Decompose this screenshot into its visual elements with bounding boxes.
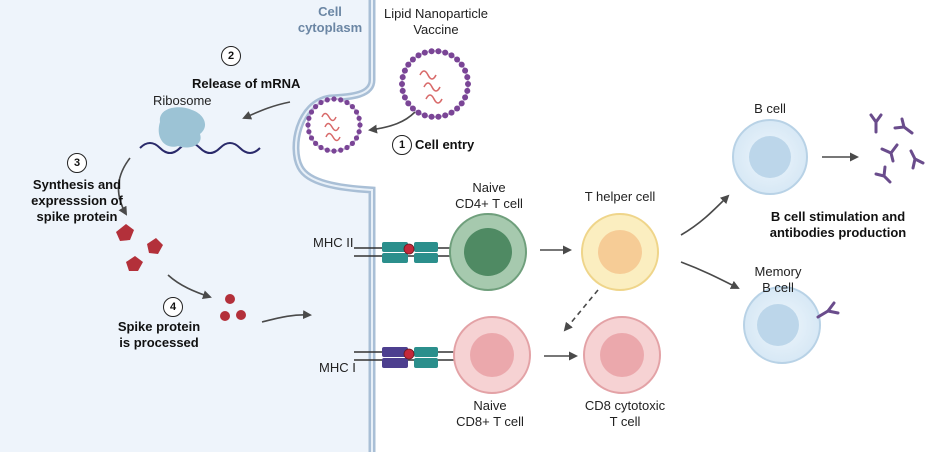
arrow-thelper-to-memory xyxy=(680,261,740,289)
t-helper-cell-icon xyxy=(581,213,659,291)
lipid-head-dot xyxy=(324,147,330,153)
b-cell-icon xyxy=(732,119,808,195)
arrow-thelper-to-cd8 xyxy=(563,289,599,332)
lipid-head-dot xyxy=(399,87,406,94)
b-stimulation-label: B cell stimulation and antibodies produc… xyxy=(769,209,907,240)
arrow-entry xyxy=(368,111,416,134)
naive-cd4-label: Naive CD4+ T cell xyxy=(455,180,523,211)
arrow-processing xyxy=(167,274,212,300)
lipid-head-dot xyxy=(338,147,344,153)
step-2-badge: 2 xyxy=(221,46,241,66)
release-mrna-label: Release of mRNA xyxy=(192,76,301,91)
endosome-nanoparticle-icon xyxy=(305,96,363,154)
lipid-head-dot xyxy=(331,148,337,154)
synthesis-label: Synthesis and expresssion of spike prote… xyxy=(31,177,123,224)
lipid-head-dot xyxy=(349,104,355,110)
lipid-head-dot xyxy=(308,135,315,141)
cd8-cytotoxic-cell-icon xyxy=(583,316,661,394)
lipid-head-dot xyxy=(308,109,315,115)
lipid-head-dot xyxy=(428,48,435,55)
cell-entry-label: Cell entry xyxy=(415,137,475,152)
lipid-head-dot xyxy=(409,56,416,63)
mhc2-complex-icon xyxy=(354,242,458,263)
lipid-head-dot xyxy=(454,56,461,63)
cd8-cytotoxic-label: CD8 cytotoxic T cell xyxy=(584,398,666,429)
lipid-head-dot xyxy=(421,49,428,56)
mhc1-complex-icon xyxy=(354,347,458,368)
lipid-head-dot xyxy=(448,109,455,116)
memory-b-label: Memory B cell xyxy=(754,264,802,295)
lipid-head-dot xyxy=(401,67,408,74)
lipid-head-dot xyxy=(306,129,312,135)
spike-processed-label: Spike protein is processed xyxy=(117,319,201,350)
lipid-head-dot xyxy=(464,74,471,81)
naive-cd8-label: Naive CD8+ T cell xyxy=(456,398,524,429)
lipid-head-dot xyxy=(454,105,461,112)
lipid-head-dot xyxy=(356,115,362,121)
naive-cd4-cell-icon xyxy=(449,213,527,291)
step-1-badge: 1 xyxy=(392,135,412,155)
lipid-head-dot xyxy=(313,104,319,110)
lipid-head-dot xyxy=(357,122,363,128)
lipid-head-dot xyxy=(442,49,449,56)
ribosome-label: Ribosome xyxy=(153,93,212,108)
b-cell-label: B cell xyxy=(754,101,786,116)
lipid-head-dot xyxy=(306,115,312,121)
lipid-head-dot xyxy=(331,96,337,102)
lipid-head-dot xyxy=(435,48,442,55)
lipid-head-dot xyxy=(356,129,362,135)
lipid-head-dot xyxy=(405,61,412,68)
lipid-head-dot xyxy=(305,122,311,128)
lipid-head-dot xyxy=(464,87,471,94)
lipid-head-dot xyxy=(409,105,416,112)
lipid-head-dot xyxy=(458,61,465,68)
cytoplasm-region xyxy=(0,0,372,452)
lipid-head-dot xyxy=(415,52,422,59)
arrow-thelper-to-bcell xyxy=(680,194,730,236)
lipid-head-dot xyxy=(313,140,319,146)
lipid-head-dot xyxy=(458,100,465,107)
antibodies-icon xyxy=(869,113,925,184)
lipid-head-dot xyxy=(344,144,350,151)
processed-peptide-icon xyxy=(220,294,246,321)
lipid-head-dot xyxy=(353,135,360,141)
lipid-head-dot xyxy=(338,97,344,103)
lipid-head-dot xyxy=(399,81,405,87)
lipid-head-dot xyxy=(442,112,449,119)
lipid-nanoparticle-icon xyxy=(399,48,471,120)
ribosome-icon xyxy=(139,107,261,154)
spike-protein-icon xyxy=(116,224,163,271)
lipid-head-dot xyxy=(318,99,324,106)
cell-cytoplasm-label: Cell cytoplasm xyxy=(297,4,363,35)
mhc2-label: MHC II xyxy=(313,235,354,250)
arrow-synthesis xyxy=(117,157,131,216)
lipid-head-dot xyxy=(353,109,360,115)
lipid-head-dot xyxy=(344,99,350,106)
lipid-head-dot xyxy=(324,97,330,103)
naive-cd8-cell-icon xyxy=(453,316,531,394)
lipid-head-dot xyxy=(462,67,469,74)
step-3-badge: 3 xyxy=(67,153,87,173)
lipid-head-dot xyxy=(462,94,469,101)
lipid-head-dot xyxy=(448,52,455,59)
lipid-head-dot xyxy=(399,74,406,81)
mhc1-label: MHC I xyxy=(319,360,356,375)
lipid-head-dot xyxy=(415,109,422,116)
lipid-head-dot xyxy=(435,113,442,120)
lipid-head-dot xyxy=(318,144,324,151)
lipid-head-dot xyxy=(421,112,428,119)
arrow-to-mhc xyxy=(261,310,312,323)
lipid-head-dot xyxy=(465,81,471,87)
lipid-head-dot xyxy=(405,100,412,107)
lnp-vaccine-label: Lipid Nanoparticle Vaccine xyxy=(383,6,489,37)
lipid-head-dot xyxy=(349,140,355,146)
arrow-release xyxy=(242,101,291,120)
lipid-head-dot xyxy=(401,94,408,101)
step-4-badge: 4 xyxy=(163,297,183,317)
t-helper-label: T helper cell xyxy=(584,189,656,204)
memory-b-cell-icon xyxy=(743,286,840,364)
lipid-head-dot xyxy=(428,113,435,120)
